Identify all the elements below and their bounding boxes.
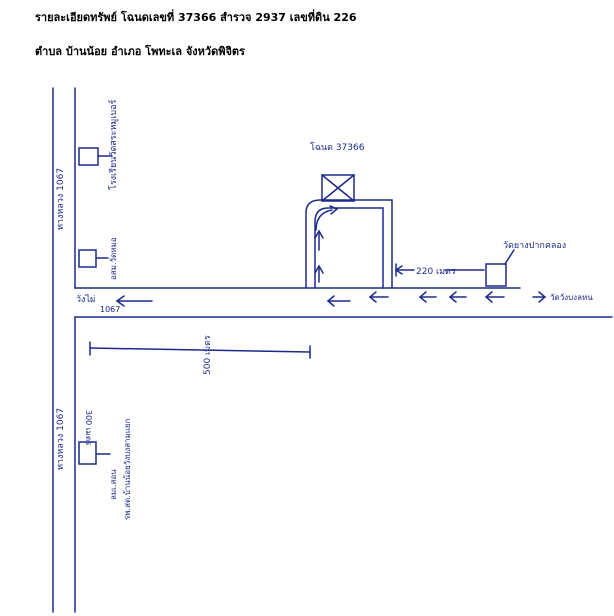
lower-place-marker (78, 441, 97, 465)
lower-place-a-label: ลมเ.สอน (109, 469, 118, 500)
upper-road-label: ทางหลวง 1067 (56, 168, 66, 230)
access-arrows (314, 229, 324, 283)
location-subtitle: ตำบล บ้านน้อย อำเภอ โพทะเล จังหวัดพิจิตร (35, 45, 245, 58)
distance-side-road-label: 220 เมตร (416, 267, 456, 277)
access-road (305, 199, 393, 289)
school-marker (78, 147, 99, 166)
access-road-inner (314, 207, 384, 289)
lower-road-label: ทางหลวง 1067 (56, 408, 66, 470)
health-label: อสม.วัดหมอ (109, 237, 118, 280)
page-title: รายละเอียดทรัพย์ โฉนดเลขที่ 37366 สำรวจ … (35, 11, 357, 24)
junction-label: วังไผ่ (76, 294, 95, 305)
junction-number: 1067 (100, 305, 120, 314)
temple-label: วัดยางปากคลอง (503, 241, 566, 251)
plot-deed-label: โฉนด 37366 (310, 142, 365, 153)
school-label: โรงเรียนวัดสระหมูเบอร์ (107, 99, 119, 190)
river-distance-label: 500 เมตร (203, 335, 213, 375)
health-marker (78, 249, 97, 268)
direction-label: วัดวังบงลหน (550, 293, 593, 302)
lower-distance-label: 300 เมตร (84, 410, 93, 446)
route-arrows (115, 291, 547, 307)
plot-box (321, 174, 355, 202)
lower-place-b-label: รพ.สต.บ้านน้อยวังบงสามแยก (123, 418, 132, 520)
temple-box (485, 263, 507, 287)
